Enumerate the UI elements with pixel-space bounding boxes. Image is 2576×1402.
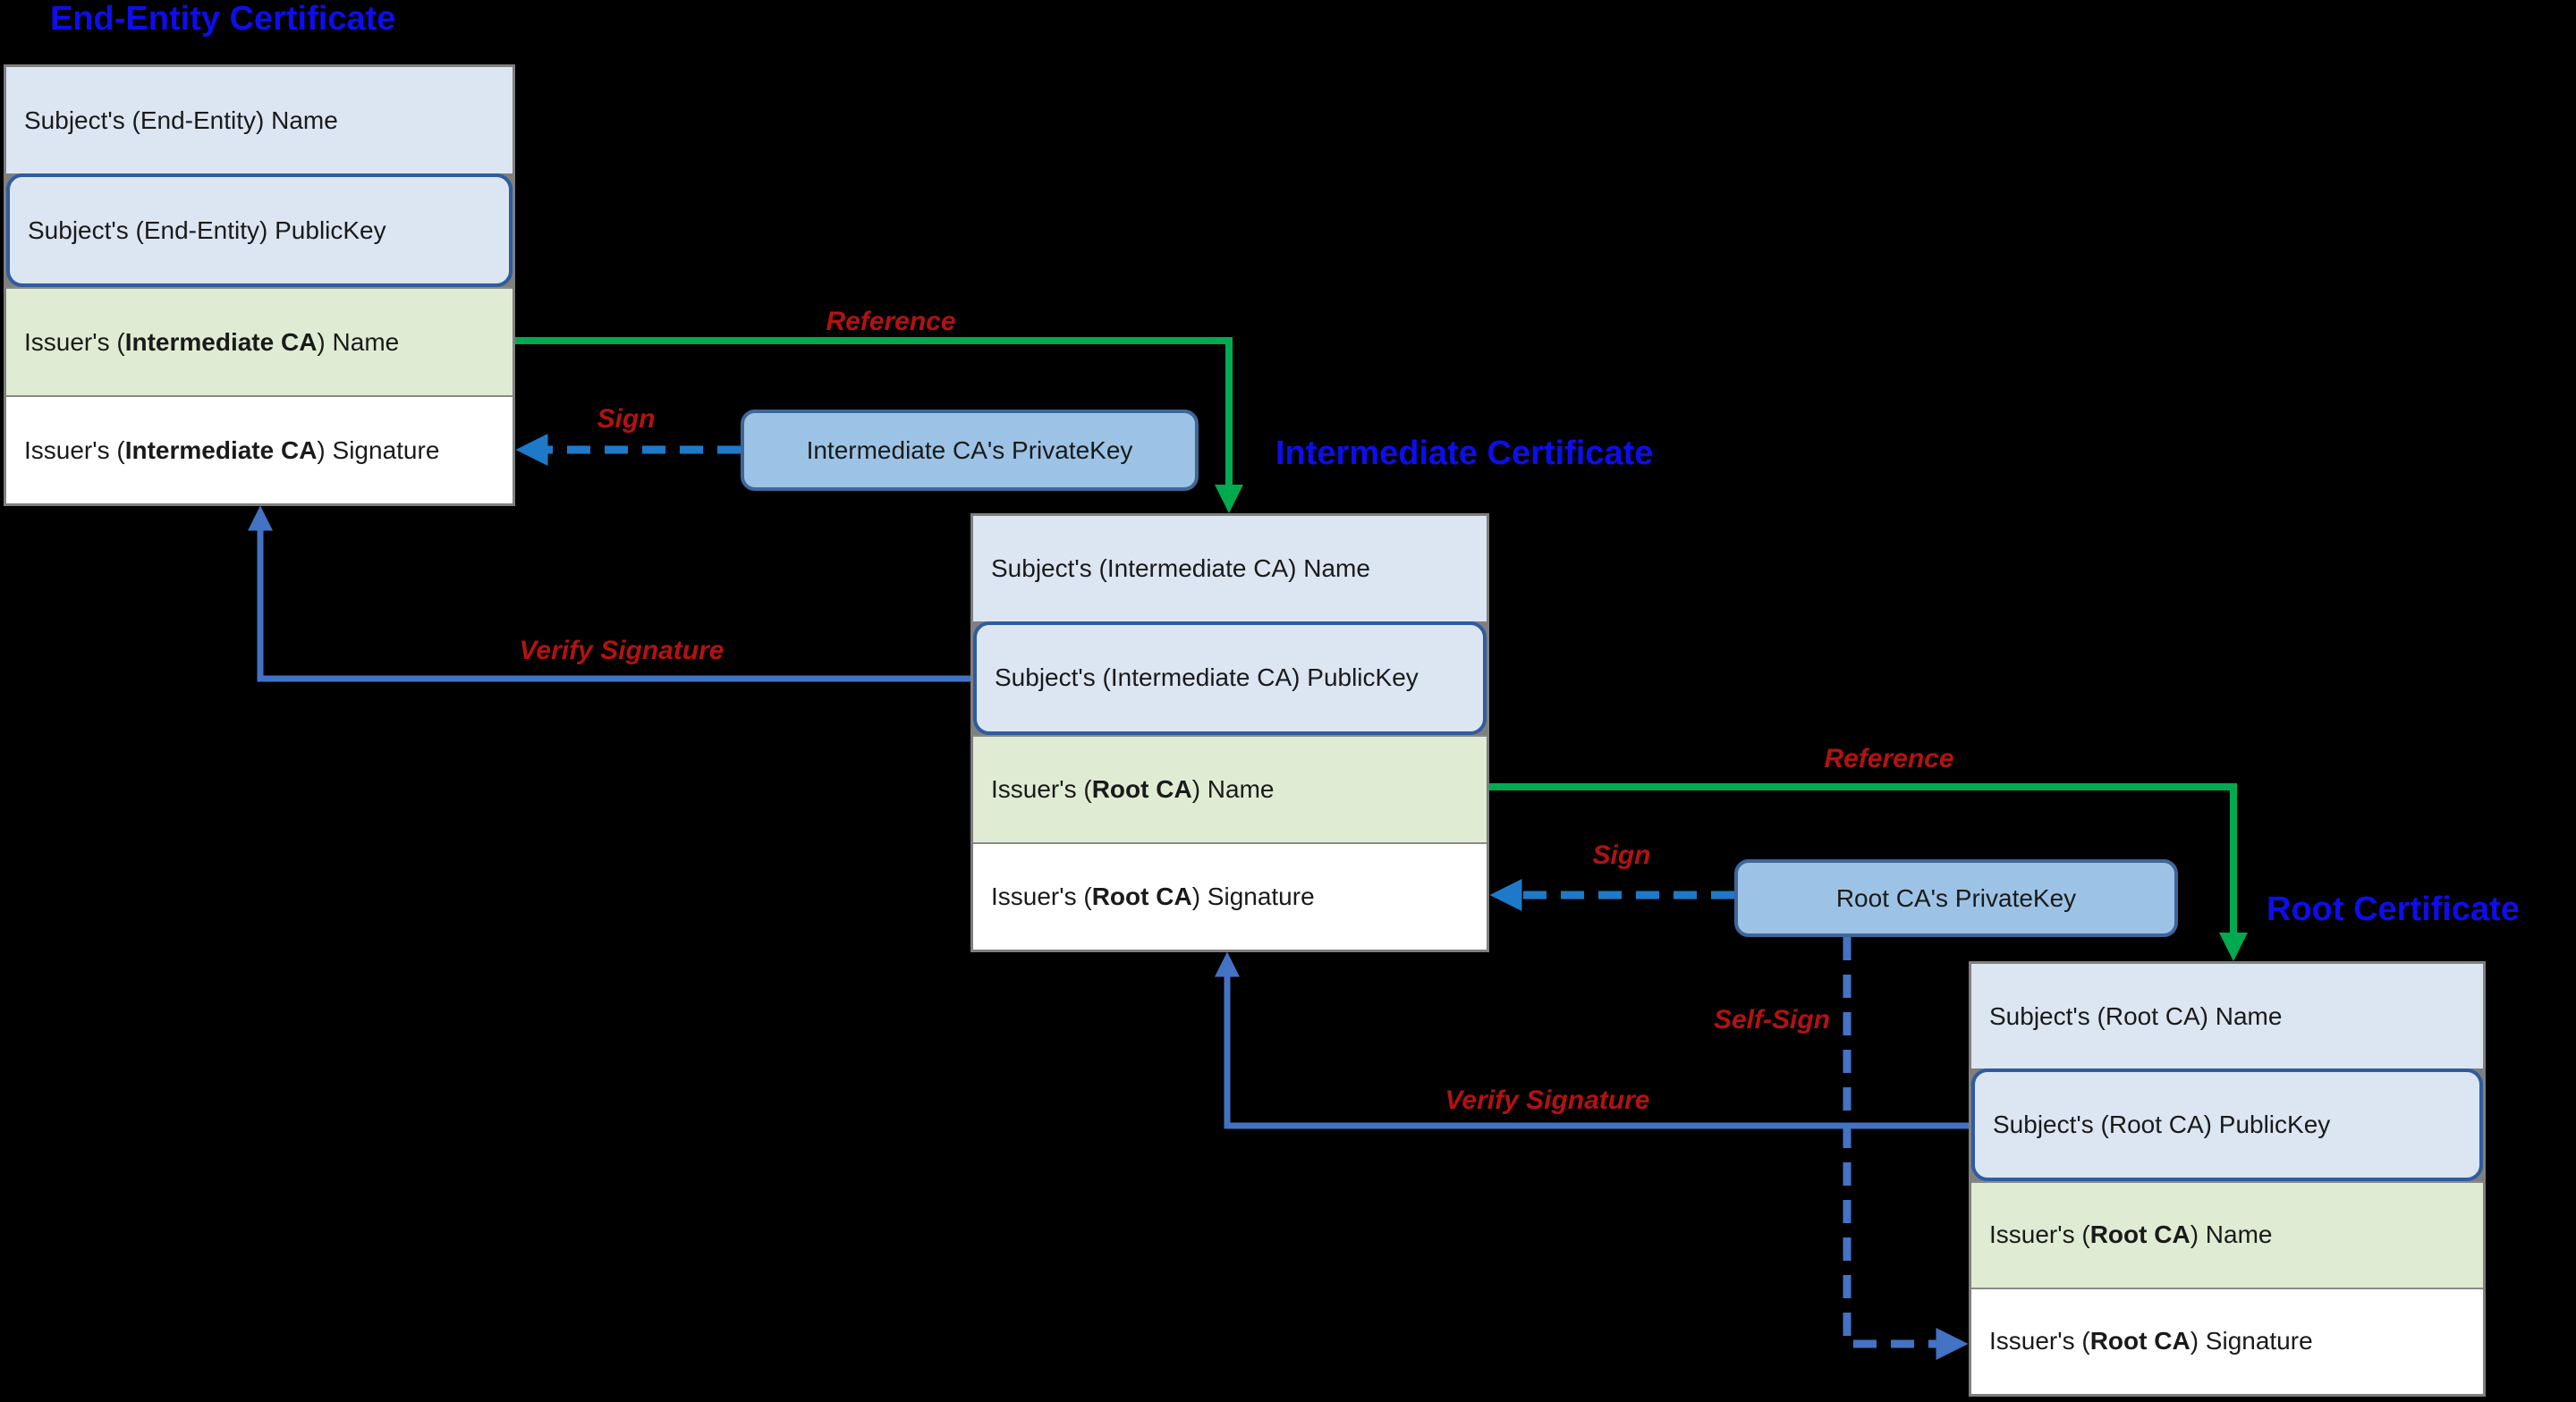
row-text-segment: Issuer's (: [991, 882, 1092, 910]
row-text-segment: Issuer's (: [1989, 1220, 2090, 1249]
row-text-segment: ) Name: [2190, 1220, 2273, 1249]
intermediate-certificate-box: Subject's (Intermediate CA) Name Subject…: [970, 513, 1489, 952]
row-issuer-name: Issuer's (Intermediate CA) Name: [6, 287, 513, 395]
verify-signature-arrow-2: [1215, 951, 1969, 1129]
reference-label-2: Reference: [1824, 744, 1954, 773]
root-certificate-title: Root Certificate: [2267, 891, 2520, 928]
row-subject-publickey: Subject's (Intermediate CA) PublicKey: [973, 621, 1487, 735]
row-text-segment: ) Signature: [1191, 882, 1315, 910]
row-text-segment: Subject's (End-Entity) Name: [24, 106, 338, 134]
row-text-segment: ) Signature: [2190, 1327, 2313, 1356]
row-text-segment: Issuer's (: [991, 774, 1092, 803]
sign-label-2: Sign: [1592, 840, 1651, 870]
root-certificate-box: Subject's (Root CA) Name Subject's (Root…: [1969, 961, 2486, 1397]
row-subject-publickey: Subject's (Root CA) PublicKey: [1971, 1068, 2483, 1181]
row-text-segment: Subject's (Intermediate CA) PublicKey: [995, 663, 1419, 692]
row-text-segment: Root CA: [2089, 1327, 2190, 1356]
row-text-segment: Subject's (End-Entity) PublicKey: [28, 215, 386, 244]
verify-signature-label-2: Verify Signature: [1445, 1085, 1650, 1115]
root-ca-privatekey-box: Root CA's PrivateKey: [1734, 859, 2178, 937]
verify-signature-arrow-1: [248, 505, 970, 682]
verify-signature-label-1: Verify Signature: [519, 636, 724, 665]
row-text-segment: Issuer's (: [24, 327, 125, 356]
end-entity-certificate-title: End-Entity Certificate: [50, 0, 396, 38]
row-text-segment: Root CA: [1091, 774, 1192, 803]
row-subject-name: Subject's (Intermediate CA) Name: [973, 516, 1487, 622]
sign-label-1: Sign: [597, 404, 656, 434]
row-issuer-name: Issuer's (Root CA) Name: [973, 734, 1487, 842]
row-text-segment: Subject's (Root CA) PublicKey: [1993, 1110, 2331, 1138]
row-text-segment: Intermediate CA: [124, 327, 318, 356]
reference-label-1: Reference: [826, 307, 956, 336]
row-issuer-signature: Issuer's (Intermediate CA) Signature: [6, 395, 513, 503]
row-issuer-signature: Issuer's (Root CA) Signature: [1971, 1287, 2483, 1394]
row-subject-publickey: Subject's (End-Entity) PublicKey: [6, 173, 513, 287]
row-text-segment: Subject's (Intermediate CA) Name: [991, 554, 1370, 583]
row-text-segment: Root CA: [1091, 882, 1192, 910]
reference-arrow-2: [1489, 783, 2248, 961]
row-issuer-signature: Issuer's (Root CA) Signature: [973, 841, 1487, 950]
row-text-segment: ) Signature: [317, 435, 440, 464]
self-sign-arrow: [1843, 937, 1969, 1360]
self-sign-label: Self-Sign: [1713, 1005, 1831, 1035]
row-text-segment: Issuer's (: [1989, 1327, 2090, 1356]
row-text-segment: Issuer's (: [24, 435, 125, 464]
row-text-segment: Subject's (Root CA) Name: [1989, 1001, 2283, 1030]
intermediate-ca-privatekey-box: Intermediate CA's PrivateKey: [741, 410, 1199, 491]
row-text-segment: ) Name: [1191, 774, 1275, 803]
end-entity-certificate-box: Subject's (End-Entity) Name Subject's (E…: [4, 64, 515, 506]
row-subject-name: Subject's (End-Entity) Name: [6, 67, 513, 173]
row-issuer-name: Issuer's (Root CA) Name: [1971, 1180, 2483, 1288]
row-text-segment: Root CA: [2089, 1220, 2190, 1249]
intermediate-certificate-title: Intermediate Certificate: [1275, 435, 1654, 472]
row-text-segment: Intermediate CA: [124, 435, 318, 464]
row-text-segment: ) Name: [317, 327, 400, 356]
row-subject-name: Subject's (Root CA) Name: [1971, 964, 2483, 1069]
reference-arrow-1: [515, 337, 1243, 513]
